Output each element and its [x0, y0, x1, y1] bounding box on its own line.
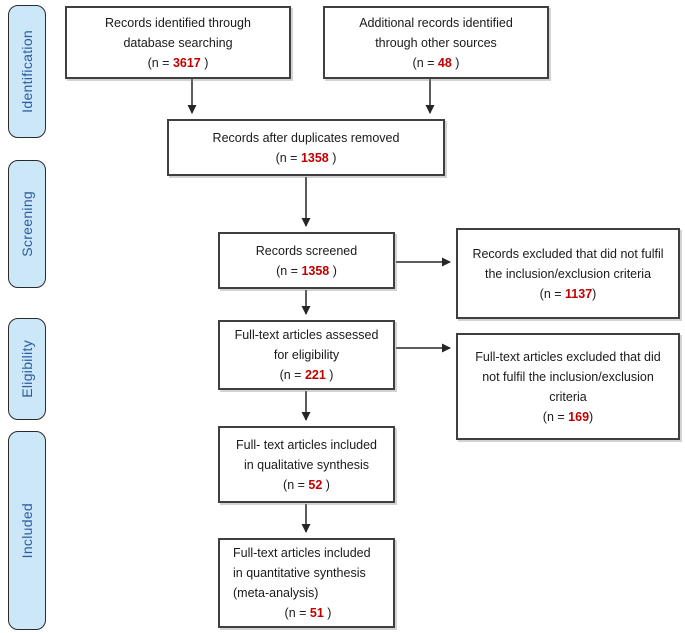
- n-prefix: (n =: [275, 150, 301, 165]
- stage-included: Included: [8, 431, 46, 630]
- box-records-screened: Records screened (n = 1358 ): [218, 232, 395, 289]
- box-line: through other sources: [375, 35, 497, 50]
- box-line: Records after duplicates removed: [212, 130, 400, 145]
- n-count-line: (n = 1358 ): [276, 261, 337, 281]
- n-value: 221: [304, 368, 326, 382]
- n-prefix: (n =: [283, 477, 309, 492]
- n-prefix: (n =: [412, 55, 438, 70]
- box-line: the inclusion/exclusion criteria: [484, 266, 652, 281]
- n-suffix: ): [451, 55, 460, 70]
- stage-eligibility: Eligibility: [8, 318, 46, 420]
- box-line: database searching: [123, 35, 233, 50]
- box-line: Records identified through: [105, 15, 251, 30]
- stage-label: Eligibility: [19, 340, 35, 398]
- n-value: 51: [309, 606, 324, 620]
- box-line: Full- text articles included: [235, 437, 378, 452]
- n-prefix: (n =: [284, 606, 310, 620]
- box-line: Records excluded that did not fulfil: [472, 246, 664, 261]
- n-suffix: ): [323, 606, 332, 620]
- box-records-excluded: Records excluded that did not fulfil the…: [456, 228, 680, 319]
- n-suffix: ): [322, 477, 330, 492]
- box-records-identified: Records identified through database sear…: [65, 6, 291, 79]
- n-prefix: (n =: [279, 368, 305, 382]
- n-value: 1358: [300, 150, 329, 165]
- n-suffix: ): [592, 286, 597, 301]
- n-value: 52: [308, 477, 323, 492]
- box-fulltext-excluded: Full-text articles excluded that did not…: [456, 333, 680, 440]
- n-prefix: (n =: [542, 409, 569, 424]
- box-line: in quantitative synthesis: [233, 566, 366, 580]
- n-value: 48: [437, 55, 452, 70]
- n-suffix: ): [328, 150, 337, 165]
- box-line: for eligibility: [273, 348, 340, 362]
- box-quantitative-synthesis: Full-text articles included in quantitat…: [218, 538, 395, 628]
- n-prefix: (n =: [539, 286, 566, 301]
- box-additional-records: Additional records identified through ot…: [323, 6, 549, 79]
- box-line: Records screened: [255, 243, 358, 258]
- n-value: 1358: [301, 263, 330, 278]
- stage-label: Screening: [19, 191, 35, 257]
- box-line: Additional records identified: [359, 15, 513, 30]
- n-prefix: (n =: [147, 55, 173, 70]
- stage-label: Included: [19, 502, 35, 559]
- n-count-line: (n = 169): [543, 407, 593, 427]
- box-line: Full-text articles excluded that did: [475, 349, 661, 364]
- box-duplicates-removed: Records after duplicates removed (n = 13…: [167, 119, 445, 176]
- box-fulltext-assessed: Full-text articles assessed for eligibil…: [218, 320, 395, 390]
- n-value: 3617: [172, 55, 201, 70]
- box-line: not fulfil the inclusion/exclusion: [482, 369, 654, 384]
- n-count-line: (n = 51 ): [233, 603, 383, 623]
- n-suffix: ): [325, 368, 334, 382]
- box-line: in qualitative synthesis: [243, 457, 370, 472]
- box-line: (meta-analysis): [233, 586, 319, 600]
- stage-identification: Identification: [8, 5, 46, 138]
- box-line: criteria: [549, 389, 587, 404]
- n-count-line: (n = 1358 ): [276, 148, 337, 168]
- n-count-line: (n = 48 ): [413, 53, 460, 73]
- stage-label: Identification: [19, 30, 35, 113]
- n-suffix: ): [589, 409, 594, 424]
- n-count-line: (n = 52 ): [283, 475, 330, 495]
- n-suffix: ): [329, 263, 337, 278]
- box-line: Full-text articles assessed: [234, 328, 379, 342]
- n-count-line: (n = 1137): [540, 284, 597, 304]
- n-suffix: ): [200, 55, 209, 70]
- box-line: Full-text articles included: [233, 546, 371, 560]
- n-count-line: (n = 3617 ): [148, 53, 209, 73]
- stage-screening: Screening: [8, 160, 46, 288]
- n-count-line: (n = 221 ): [280, 365, 334, 385]
- n-value: 169: [568, 409, 590, 424]
- n-prefix: (n =: [276, 263, 302, 278]
- box-qualitative-synthesis: Full- text articles included in qualitat…: [218, 426, 395, 503]
- n-value: 1137: [565, 286, 593, 301]
